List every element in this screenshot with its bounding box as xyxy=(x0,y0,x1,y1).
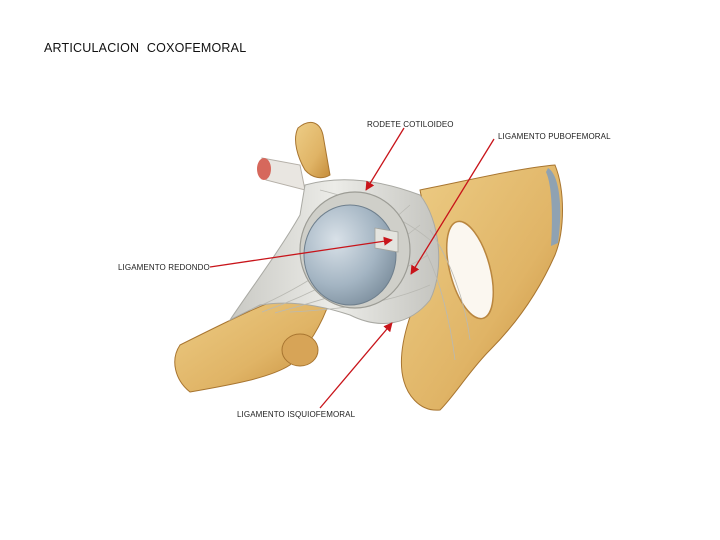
arrow-pubofemoral xyxy=(410,138,495,275)
diagram-title: ARTICULACION COXOFEMORAL xyxy=(44,41,247,55)
label-ligamento-redondo: LIGAMENTO REDONDO xyxy=(118,263,210,272)
tendon-cut-end xyxy=(257,158,271,180)
label-ligamento-pubofemoral: LIGAMENTO PUBOFEMORAL xyxy=(498,132,611,141)
arrow-rodete xyxy=(365,127,405,191)
lesser-trochanter xyxy=(281,333,319,367)
hip-bone-articular-edge xyxy=(546,168,561,246)
round-ligament xyxy=(374,227,399,253)
label-rodete-cotiloideo: RODETE COTILOIDEO xyxy=(367,120,454,129)
arrow-isquiofemoral xyxy=(319,322,393,409)
femoral-head-cartilage xyxy=(303,204,397,306)
obturator-foramen xyxy=(445,220,495,320)
greater-trochanter xyxy=(295,121,331,179)
label-ligamento-isquiofemoral: LIGAMENTO ISQUIOFEMORAL xyxy=(237,410,356,419)
arrow-redondo xyxy=(209,236,393,268)
